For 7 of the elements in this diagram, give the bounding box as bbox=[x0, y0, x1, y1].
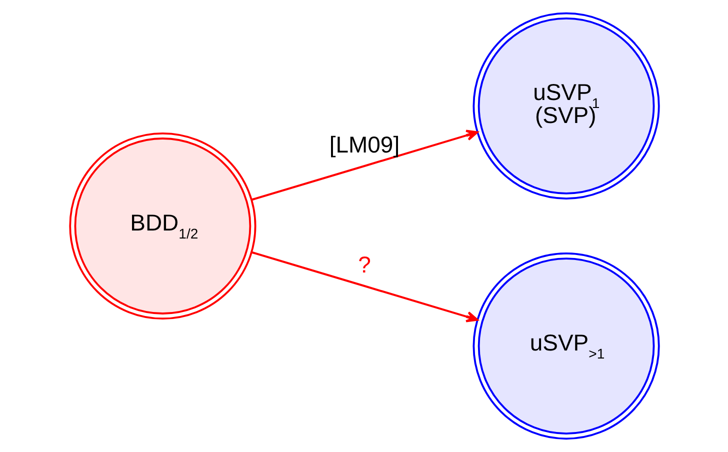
node-circle: BDD$_{1/2}$ bbox=[68, 132, 256, 320]
arrow bbox=[251, 130, 478, 201]
edge-label: ? bbox=[358, 251, 370, 278]
arrow bbox=[251, 251, 478, 322]
node-circle: uSVP$_{>1}$ bbox=[472, 252, 660, 440]
node-circle: uSVP$_{1}$ (SVP) bbox=[472, 12, 660, 200]
edge-label: [LM09] bbox=[328, 131, 400, 158]
